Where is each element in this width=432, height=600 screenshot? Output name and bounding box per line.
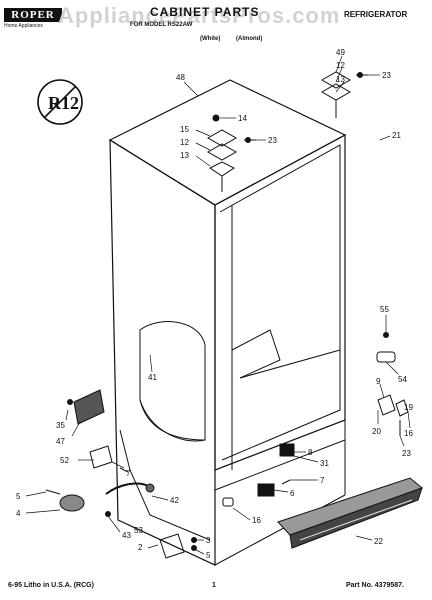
callout-52: 52: [60, 456, 69, 465]
lower-right-parts: [376, 332, 409, 436]
page-title: CABINET PARTS: [150, 5, 260, 19]
callout-20: 20: [372, 427, 381, 436]
center-bottom-parts: [222, 443, 295, 507]
bottom-grille: [277, 477, 423, 549]
callout-19: 19: [404, 403, 413, 412]
callout-42: 42: [170, 496, 179, 505]
callout-22: 22: [374, 537, 383, 546]
callout-23-top: 23: [382, 71, 391, 80]
callout-12-top: 12: [336, 61, 345, 70]
callout-43: 43: [122, 531, 131, 540]
callout-16-right: 16: [404, 429, 413, 438]
callout-47: 47: [56, 437, 65, 446]
callout-12-mid: 12: [180, 138, 189, 147]
callout-15: 15: [180, 125, 189, 134]
brand-logo: ROPER: [4, 8, 62, 22]
color-variants: (White) (Almond): [200, 36, 263, 42]
callout-31: 31: [320, 459, 329, 468]
callout-14: 14: [238, 114, 247, 123]
callout-23-mid: 23: [268, 136, 277, 145]
appliance-type: REFRIGERATOR: [344, 10, 408, 19]
callout-8: 8: [308, 448, 313, 457]
top-hinge-right: [320, 71, 368, 118]
footer-print-info: 6-95 Litho in U.S.A. (RCG): [8, 582, 94, 589]
callout-55: 55: [380, 305, 389, 314]
callout-2: 2: [138, 543, 143, 552]
callout-13-top: 13: [336, 75, 345, 84]
callout-3: 3: [206, 536, 211, 545]
callout-4: 4: [16, 509, 21, 518]
r12-stamp: [37, 79, 83, 125]
r12-stamp-label: R12: [48, 93, 79, 113]
model-line: FOR MODEL RS22AW: [130, 22, 193, 28]
brand-subtitle: Home Appliances: [4, 23, 43, 29]
callout-54: 54: [398, 375, 407, 384]
callout-5-center: 5: [206, 551, 211, 560]
callout-16-center: 16: [252, 516, 261, 525]
callout-9: 9: [376, 377, 381, 386]
callout-41: 41: [148, 373, 157, 382]
callout-7-left: 7: [126, 469, 131, 478]
callout-49: 49: [336, 48, 345, 57]
callout-35: 35: [56, 421, 65, 430]
callout-leaders: [25, 55, 411, 555]
top-hinge-left: [206, 114, 256, 192]
callout-48: 48: [176, 73, 185, 82]
page-number: 1: [212, 582, 216, 589]
part-number: Part No. 4379587.: [346, 582, 404, 589]
callout-23-right: 23: [402, 449, 411, 458]
watermark: AppliancePartsPros.com: [58, 3, 341, 28]
callout-13-mid: 13: [180, 151, 189, 160]
callout-53: 53: [134, 526, 143, 535]
callout-21: 21: [392, 131, 401, 140]
callout-6: 6: [290, 489, 295, 498]
callout-7-center: 7: [320, 476, 325, 485]
left-side-parts: [45, 389, 197, 559]
callout-5-left: 5: [16, 492, 21, 501]
cabinet-shell: [108, 79, 347, 566]
